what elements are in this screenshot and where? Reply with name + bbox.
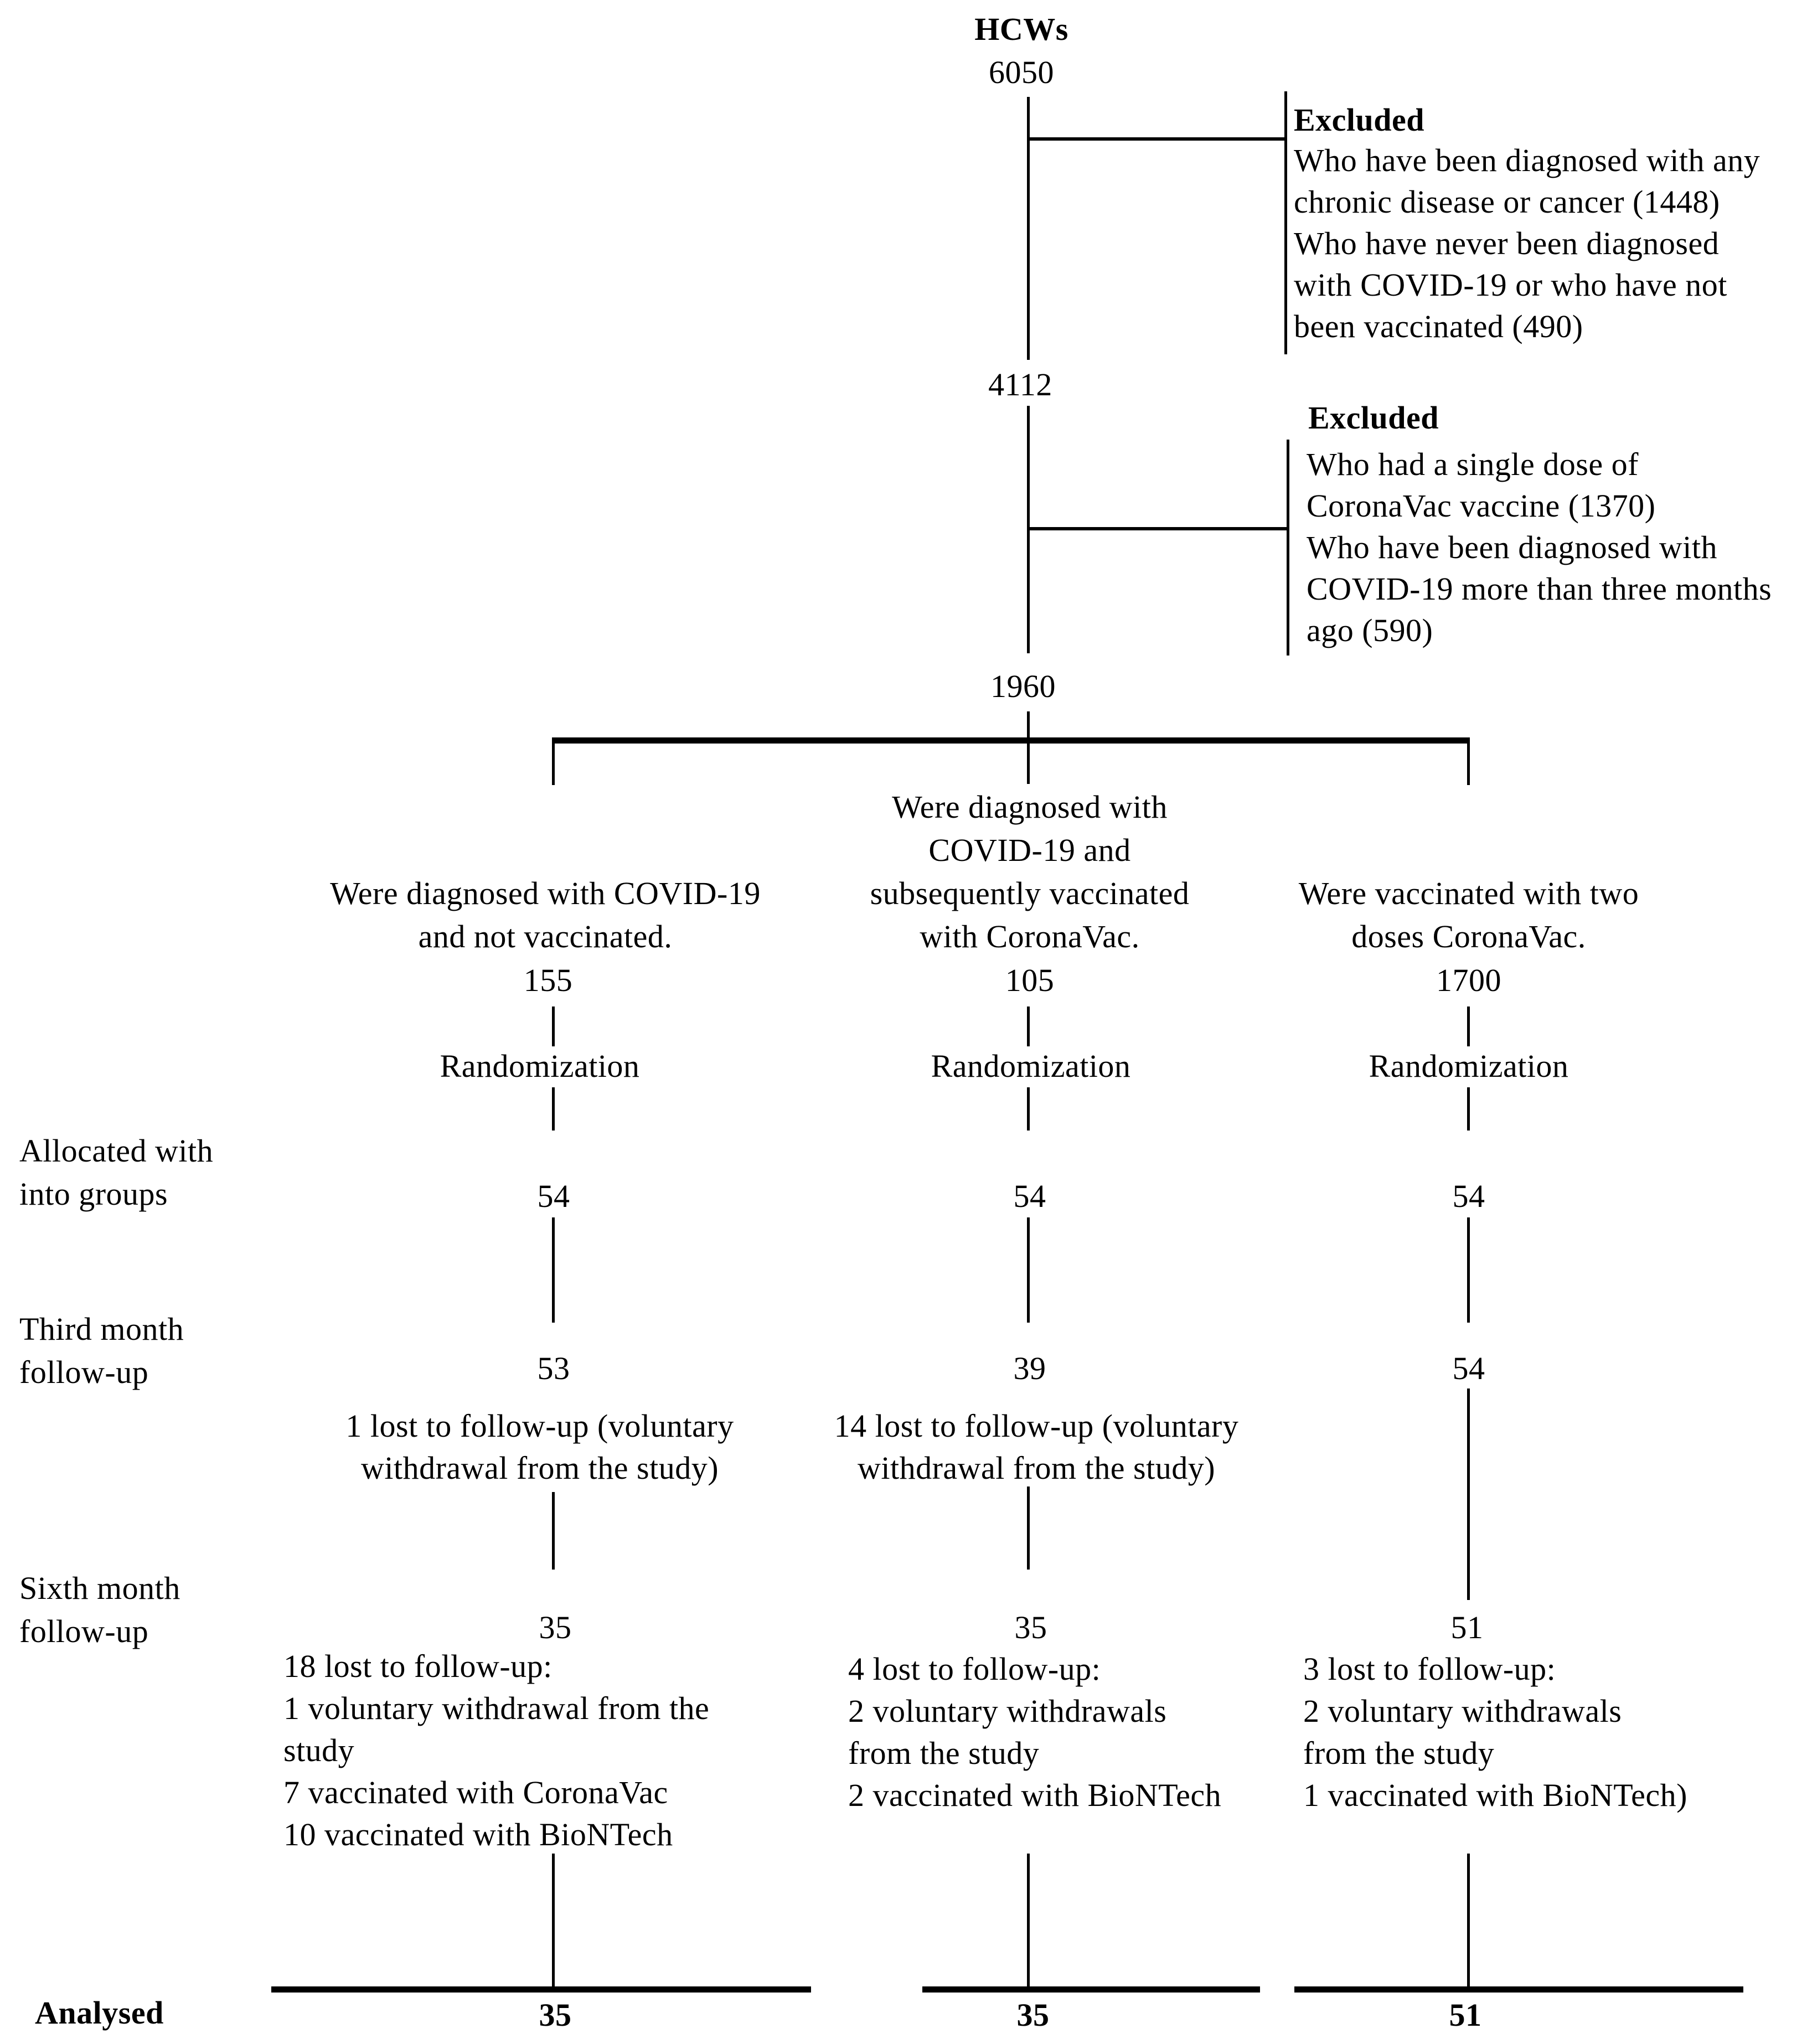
- row-label-analysed: Analysed: [35, 1995, 164, 2031]
- excluded-line: with COVID-19 or who have not: [1294, 267, 1727, 303]
- branch-label-line: doses CoronaVac.: [1351, 918, 1586, 954]
- branch-line: [1467, 1854, 1470, 1989]
- branch-line: [552, 1492, 555, 1570]
- third-month-note-line: withdrawal from the study): [360, 1450, 719, 1486]
- excluded-line: Who had a single dose of: [1307, 446, 1639, 482]
- sixth-month-note-line: from the study: [848, 1735, 1040, 1771]
- sixth-month-count: 35: [1014, 1609, 1047, 1645]
- connector-line: [1029, 527, 1289, 530]
- branch-label-line: with CoronaVac.: [920, 918, 1140, 954]
- row-label-sixth-month: Sixth month: [19, 1570, 180, 1606]
- row-label-sixth-month: follow-up: [19, 1613, 149, 1649]
- third-month-count: 53: [537, 1350, 570, 1386]
- branch-label-line: Were vaccinated with two: [1298, 875, 1639, 911]
- allocated-count: 54: [537, 1178, 570, 1214]
- branch-line: [552, 741, 555, 785]
- excluded-line: CoronaVac vaccine (1370): [1307, 488, 1656, 524]
- third-month-count: 39: [1013, 1350, 1046, 1386]
- sixth-month-count: 35: [539, 1609, 572, 1645]
- branch-line: [552, 1217, 555, 1323]
- branch-line: [552, 1087, 555, 1131]
- randomization-label: Randomization: [931, 1048, 1131, 1084]
- sixth-month-note-line: 2 vaccinated with BioNTech: [848, 1777, 1222, 1813]
- randomization-label: Randomization: [440, 1048, 640, 1084]
- sixth-month-note-line: study: [283, 1732, 355, 1768]
- sixth-month-note-line: 4 lost to follow-up:: [848, 1651, 1101, 1687]
- branch-count: 1700: [1436, 962, 1501, 998]
- split-line: [552, 737, 1470, 744]
- sixth-month-note-line: 2 voluntary withdrawals: [1303, 1693, 1622, 1729]
- third-month-note-line: 14 lost to follow-up (voluntary: [834, 1408, 1239, 1444]
- allocated-count: 54: [1452, 1178, 1485, 1214]
- third-month-note-line: withdrawal from the study): [857, 1450, 1216, 1486]
- spine-line: [1027, 711, 1030, 744]
- branch-line: [552, 1006, 555, 1046]
- row-label-third-month: Third month: [19, 1311, 184, 1347]
- branch-label-line: Were diagnosed with COVID-19: [330, 875, 761, 911]
- branch-label-line: subsequently vaccinated: [870, 875, 1190, 911]
- branch-line: [1027, 1217, 1030, 1323]
- excluded-line: Who have never been diagnosed: [1294, 225, 1720, 261]
- sixth-month-note-line: 3 lost to follow-up:: [1303, 1651, 1556, 1687]
- excluded-line: ago (590): [1307, 612, 1433, 648]
- node-count-1960: 1960: [990, 668, 1056, 704]
- node-count-4112: 4112: [988, 367, 1052, 402]
- third-month-count: 54: [1452, 1350, 1485, 1386]
- branch-line: [1027, 741, 1030, 784]
- branch-line: [1027, 1486, 1030, 1570]
- excluded-line: chronic disease or cancer (1448): [1294, 184, 1720, 220]
- branch-count: 155: [523, 962, 573, 998]
- excluded-border-line: [1284, 91, 1287, 354]
- third-month-note-line: 1 lost to follow-up (voluntary: [345, 1408, 734, 1444]
- branch-label-line: and not vaccinated.: [418, 918, 673, 954]
- sixth-month-note-line: 18 lost to follow-up:: [283, 1648, 553, 1684]
- root-title: HCWs: [974, 11, 1068, 47]
- sixth-month-note-line: 1 vaccinated with BioNTech): [1303, 1777, 1687, 1813]
- branch-label-line: COVID-19 and: [928, 832, 1131, 868]
- randomization-label: Randomization: [1369, 1048, 1569, 1084]
- excluded-heading: Excluded: [1308, 400, 1439, 436]
- sixth-month-note-line: 1 voluntary withdrawal from the: [283, 1690, 710, 1726]
- branch-line: [1027, 1006, 1030, 1046]
- excluded-line: COVID-19 more than three months: [1307, 571, 1772, 607]
- connector-line: [1029, 137, 1287, 141]
- branch-line: [1027, 1854, 1030, 1989]
- branch-line: [1467, 1087, 1470, 1131]
- branch-line: [1467, 1389, 1470, 1600]
- root-count: 6050: [989, 54, 1054, 90]
- excluded-line: Who have been diagnosed with any: [1294, 142, 1760, 178]
- sixth-month-note-line: from the study: [1303, 1735, 1495, 1771]
- branch-line: [1467, 1217, 1470, 1323]
- branch-count: 105: [1005, 962, 1055, 998]
- branch-line: [1027, 1087, 1030, 1131]
- analysed-baseline: [922, 1986, 1260, 1993]
- excluded-line: been vaccinated (490): [1294, 308, 1583, 344]
- excluded-line: Who have been diagnosed with: [1307, 529, 1718, 565]
- branch-line: [552, 1854, 555, 1989]
- analysed-baseline: [1294, 1986, 1743, 1993]
- spine-line: [1027, 97, 1030, 360]
- branch-label-line: Were diagnosed with: [892, 789, 1168, 825]
- analysed-count: 35: [539, 1997, 572, 2033]
- row-label-allocated: into groups: [19, 1176, 168, 1212]
- branch-line: [1467, 1006, 1470, 1046]
- analysed-count: 51: [1449, 1997, 1482, 2033]
- row-label-third-month: follow-up: [19, 1354, 149, 1390]
- row-label-allocated: Allocated with: [19, 1133, 214, 1169]
- analysed-baseline: [271, 1986, 811, 1993]
- sixth-month-note-line: 7 vaccinated with CoronaVac: [283, 1774, 668, 1810]
- spine-line: [1027, 406, 1030, 653]
- analysed-count: 35: [1016, 1997, 1050, 2033]
- excluded-border-line: [1287, 440, 1289, 655]
- allocated-count: 54: [1013, 1178, 1046, 1214]
- excluded-heading: Excluded: [1294, 102, 1425, 138]
- sixth-month-note-line: 10 vaccinated with BioNTech: [283, 1816, 673, 1852]
- sixth-month-note-line: 2 voluntary withdrawals: [848, 1693, 1167, 1729]
- sixth-month-count: 51: [1450, 1609, 1484, 1645]
- branch-line: [1467, 741, 1470, 785]
